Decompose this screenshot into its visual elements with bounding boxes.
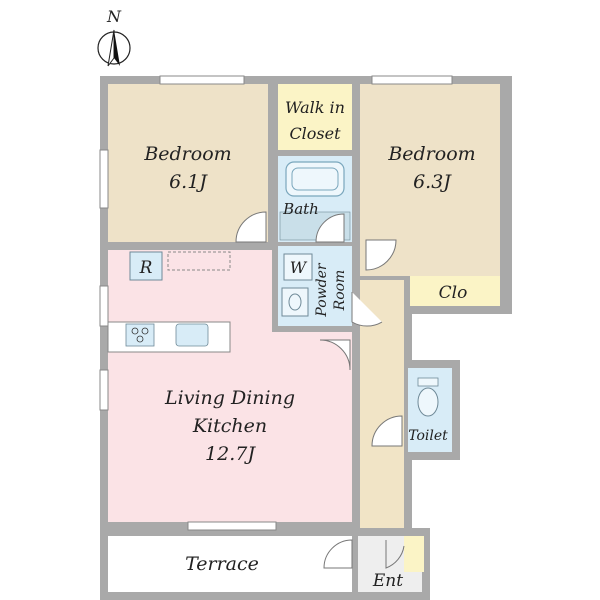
door-shoe-closet xyxy=(385,540,405,569)
bath-label: Bath xyxy=(282,200,319,218)
door-entrance xyxy=(323,539,353,569)
windows xyxy=(99,75,453,531)
entrance-label: Ent xyxy=(372,571,403,591)
powder-room-line1: Powder xyxy=(314,262,330,318)
window-bedroom-right-top xyxy=(371,75,453,85)
ldk-lower xyxy=(272,332,352,522)
refrigerator-label: R xyxy=(139,258,153,278)
upper-cabinet xyxy=(167,251,231,271)
window-bedroom-left-top xyxy=(159,75,245,85)
door-bath xyxy=(315,213,345,243)
walk-in-closet-line2: Closet xyxy=(289,124,341,143)
window-terrace xyxy=(187,521,277,531)
window-ldk-side-upper xyxy=(99,285,109,327)
ldk-line1: Living Dining xyxy=(164,387,295,409)
walk-in-closet xyxy=(278,84,352,150)
sink-counter xyxy=(281,287,309,317)
bedroom-left xyxy=(108,84,268,242)
compass: N xyxy=(97,7,131,67)
bedroom-left-name: Bedroom xyxy=(143,143,231,165)
shoe-closet xyxy=(404,536,424,572)
closet-label: Clo xyxy=(439,283,468,303)
compass-needle-right xyxy=(114,30,120,66)
toilet-bowl xyxy=(417,387,439,417)
ldk-upper xyxy=(108,250,272,522)
door-ldk xyxy=(319,339,351,371)
kitchen-sink-icon xyxy=(175,323,209,347)
window-ldk-side-lower xyxy=(99,369,109,411)
terrace-label: Terrace xyxy=(185,553,259,575)
bathtub-inner xyxy=(291,167,339,191)
north-label: N xyxy=(106,7,122,26)
closet xyxy=(410,276,500,306)
walk-in-closet-line1: Walk in xyxy=(285,98,345,117)
door-toilet xyxy=(371,415,403,447)
terrace xyxy=(108,536,352,592)
toilet-label: Toilet xyxy=(408,428,448,444)
stove-icon xyxy=(125,323,155,347)
ldk-line2: Kitchen xyxy=(192,415,267,437)
doors xyxy=(235,211,405,569)
bedroom-left-size: 6.1J xyxy=(169,171,208,193)
washer-box xyxy=(283,253,313,281)
toilet-tank xyxy=(417,377,439,387)
burner-icon xyxy=(136,335,144,343)
bathtub xyxy=(285,161,345,197)
burner-icon xyxy=(141,327,149,335)
door-bedroom-right xyxy=(365,239,397,271)
washer-label: W xyxy=(290,258,308,277)
sink-bowl xyxy=(288,293,302,311)
bedroom-right-name: Bedroom xyxy=(387,143,475,165)
door-powder xyxy=(351,292,383,327)
burner-icon xyxy=(131,327,139,335)
refrigerator-box xyxy=(129,251,163,281)
window-bedroom-left-side xyxy=(99,149,109,209)
bedroom-right-size: 6.3J xyxy=(413,171,452,193)
powder-room-line2: Room xyxy=(332,270,348,312)
door-bedroom-left xyxy=(235,211,267,243)
ldk-size: 12.7J xyxy=(205,443,256,465)
